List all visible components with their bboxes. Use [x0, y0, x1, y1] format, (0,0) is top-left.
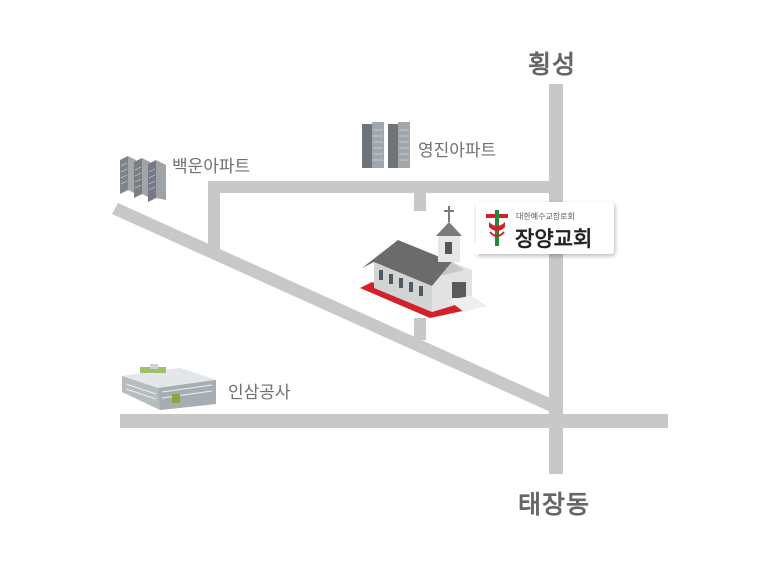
- apartment-baekun-building: [120, 156, 166, 202]
- church-callout: 대한예수교장로회 장양교회: [468, 202, 614, 256]
- road-upper-horizontal: [208, 181, 556, 193]
- church-name: 장양교회: [515, 227, 593, 251]
- apartment-youngjin-building: [362, 122, 410, 168]
- landmark-youngjin-label: 영진아파트: [418, 141, 497, 161]
- road-upper-left-spur: [208, 181, 220, 249]
- road-diagonal: [112, 203, 561, 414]
- road-east-west: [120, 414, 668, 428]
- landmark-baekun-label: 백운아파트: [172, 157, 251, 177]
- landmark-insam-label: 인삼공사: [228, 383, 291, 403]
- church-building: [360, 206, 486, 318]
- road-church-spur: [414, 318, 426, 340]
- direction-north-label: 횡성: [528, 50, 577, 79]
- road-network: [112, 84, 668, 474]
- church-denomination: 대한예수교장로회: [516, 212, 575, 221]
- road-upper-middle-spur: [414, 181, 426, 211]
- insam-corp-building: [122, 364, 216, 410]
- direction-south-label: 태장동: [518, 490, 591, 519]
- church-logo-icon: [486, 210, 508, 246]
